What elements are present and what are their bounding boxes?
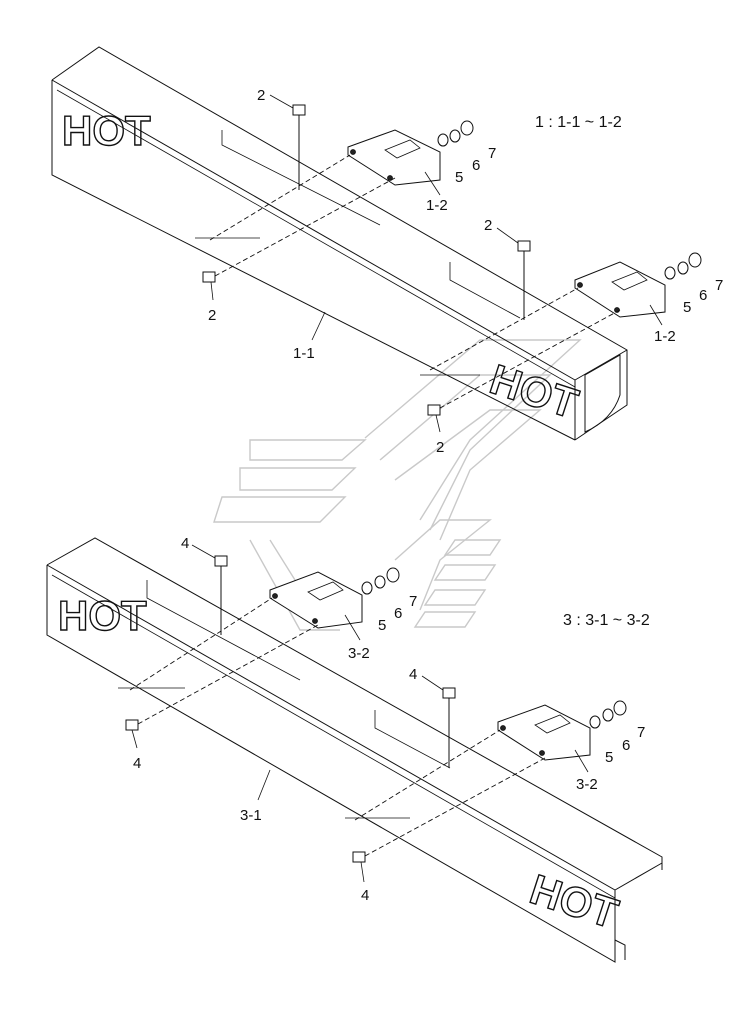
callout-5-a: 5: [455, 169, 463, 186]
bracket-1-2-a: [347, 129, 441, 186]
bracket-1-2-b: [574, 261, 666, 318]
callout-2-c: 2: [484, 217, 492, 234]
bolt-4-a: [214, 555, 228, 635]
washer-stack-c: [361, 567, 400, 595]
hot-label-2: HOT: [485, 355, 584, 427]
bolt-4-c: [442, 687, 456, 768]
washer-stack-d: [589, 700, 627, 729]
bolt-2-c: [517, 240, 531, 320]
washer-stack-a: [437, 120, 474, 147]
callout-7-a: 7: [488, 145, 496, 162]
hot-label-4: HOT: [525, 865, 624, 937]
assembly-lines-top: [209, 154, 621, 409]
callout-6-c: 6: [394, 605, 402, 622]
callout-2-d: 2: [436, 439, 444, 456]
callout-4-c: 4: [409, 666, 417, 683]
callout-6-a: 6: [472, 157, 480, 174]
assembly-lines-bottom: [129, 597, 546, 857]
washer-stack-b: [664, 252, 702, 280]
leader-lines: [131, 94, 663, 883]
callout-6-d: 6: [622, 737, 630, 754]
bracket-3-2-a: [269, 571, 363, 629]
callout-6-b: 6: [699, 287, 707, 304]
callout-5-c: 5: [378, 617, 386, 634]
callout-7-b: 7: [715, 277, 723, 294]
bolt-4-b: [125, 719, 139, 731]
callout-5-b: 5: [683, 299, 691, 316]
callout-2-b: 2: [208, 307, 216, 324]
callout-7-c: 7: [409, 593, 417, 610]
callout-1-2-a: 1-2: [426, 197, 448, 214]
callout-4-a: 4: [181, 535, 189, 552]
callout-1-2-b: 1-2: [654, 328, 676, 345]
bracket-3-2-b: [497, 704, 591, 761]
hot-label-1: HOT: [62, 107, 151, 154]
cover-1-1: HOT HOT: [51, 46, 628, 441]
callout-3-2-a: 3-2: [348, 645, 370, 662]
legend-top: 1 : 1-1 ~ 1-2: [535, 114, 622, 131]
bolt-2-a: [292, 104, 306, 190]
callout-7-d: 7: [637, 724, 645, 741]
bolt-4-d: [352, 851, 366, 863]
bolt-2-b: [202, 271, 216, 283]
callout-2-a: 2: [257, 87, 265, 104]
callout-3-2-b: 3-2: [576, 776, 598, 793]
callout-4-d: 4: [361, 887, 369, 904]
bolt-2-d: [427, 404, 441, 416]
hot-label-3: HOT: [58, 592, 147, 639]
callout-5-d: 5: [605, 749, 613, 766]
callout-3-1: 3-1: [240, 807, 262, 824]
legend-bottom: 3 : 3-1 ~ 3-2: [563, 612, 650, 629]
callout-1-1: 1-1: [293, 345, 315, 362]
callout-4-b: 4: [133, 755, 141, 772]
